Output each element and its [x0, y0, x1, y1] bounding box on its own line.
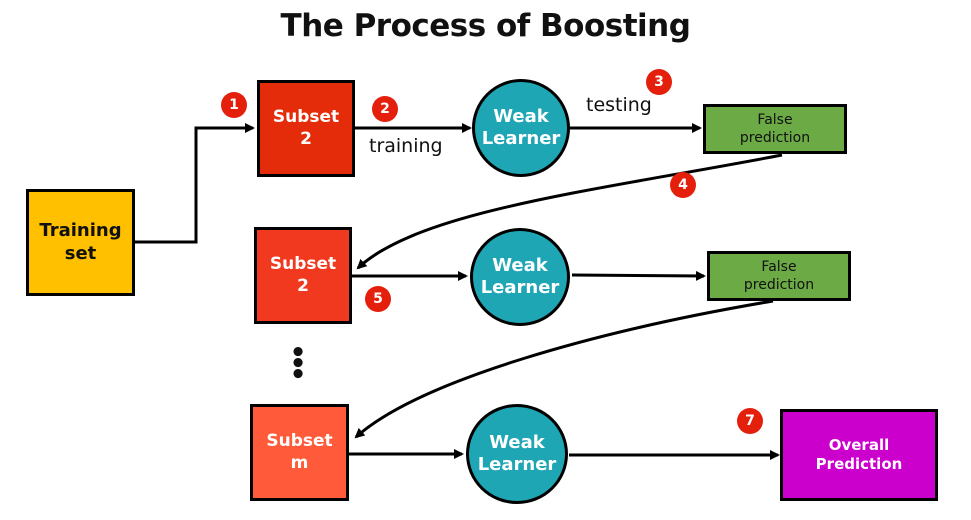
learner-middle-line2: Learner	[480, 277, 560, 298]
false-prediction-top-line1: False	[757, 111, 793, 128]
arrow-feedback-to-subset-bottom	[354, 299, 774, 439]
false-prediction-middle-line1: False	[761, 258, 797, 275]
training-label: training	[369, 135, 443, 157]
step-badge-3: 3	[646, 69, 672, 95]
training-set-line2: set	[64, 242, 97, 264]
step-badge-4: 4	[670, 172, 696, 198]
weak-learner-middle: Weak Learner	[470, 228, 570, 326]
overall-prediction-line2: Prediction	[815, 455, 903, 473]
subset-box-top: Subset 2	[257, 80, 355, 177]
learner-top-line2: Learner	[481, 128, 561, 149]
testing-label: testing	[586, 94, 652, 116]
learner-bottom-line2: Learner	[477, 454, 557, 475]
subset-box-middle: Subset 2	[254, 227, 352, 324]
subset-middle-line1: Subset	[269, 254, 337, 275]
learner-top-line1: Weak	[493, 105, 549, 127]
subset-box-bottom: Subset m	[250, 404, 349, 501]
weak-learner-bottom: Weak Learner	[466, 404, 568, 504]
step-badge-7: 7	[737, 408, 763, 434]
subset-bottom-line2: m	[290, 452, 309, 473]
step-badge-1: 1	[221, 92, 247, 118]
learner-bottom-line1: Weak	[489, 431, 545, 453]
false-prediction-top-line2: prediction	[739, 130, 811, 146]
learner-middle-line1: Weak	[492, 254, 548, 276]
subset-top-line1: Subset	[272, 107, 340, 128]
step-badge-5: 5	[365, 286, 391, 312]
step-badge-2: 2	[372, 96, 398, 122]
false-prediction-middle: False prediction	[707, 251, 851, 301]
false-prediction-middle-line2: prediction	[743, 277, 815, 293]
false-prediction-top: False prediction	[703, 104, 847, 154]
overall-prediction-line1: Overall	[828, 436, 890, 455]
training-set-box: Training set	[26, 189, 135, 296]
subset-middle-line2: 2	[297, 275, 309, 296]
training-set-line1: Training	[39, 220, 122, 241]
subset-bottom-line1: Subset	[266, 431, 333, 452]
weak-learner-top: Weak Learner	[472, 79, 570, 177]
arrow-feedback-to-subset-middle	[356, 153, 783, 270]
arrow-learner-to-false-prediction-middle	[571, 270, 706, 281]
overall-prediction-box: Overall Prediction	[780, 409, 938, 501]
subset-top-line2: 2	[300, 128, 312, 149]
arrow-training-set-to-subset	[135, 123, 255, 244]
ellipsis-dots: • • •	[289, 338, 307, 390]
diagram-title: The Process of Boosting	[280, 8, 691, 44]
